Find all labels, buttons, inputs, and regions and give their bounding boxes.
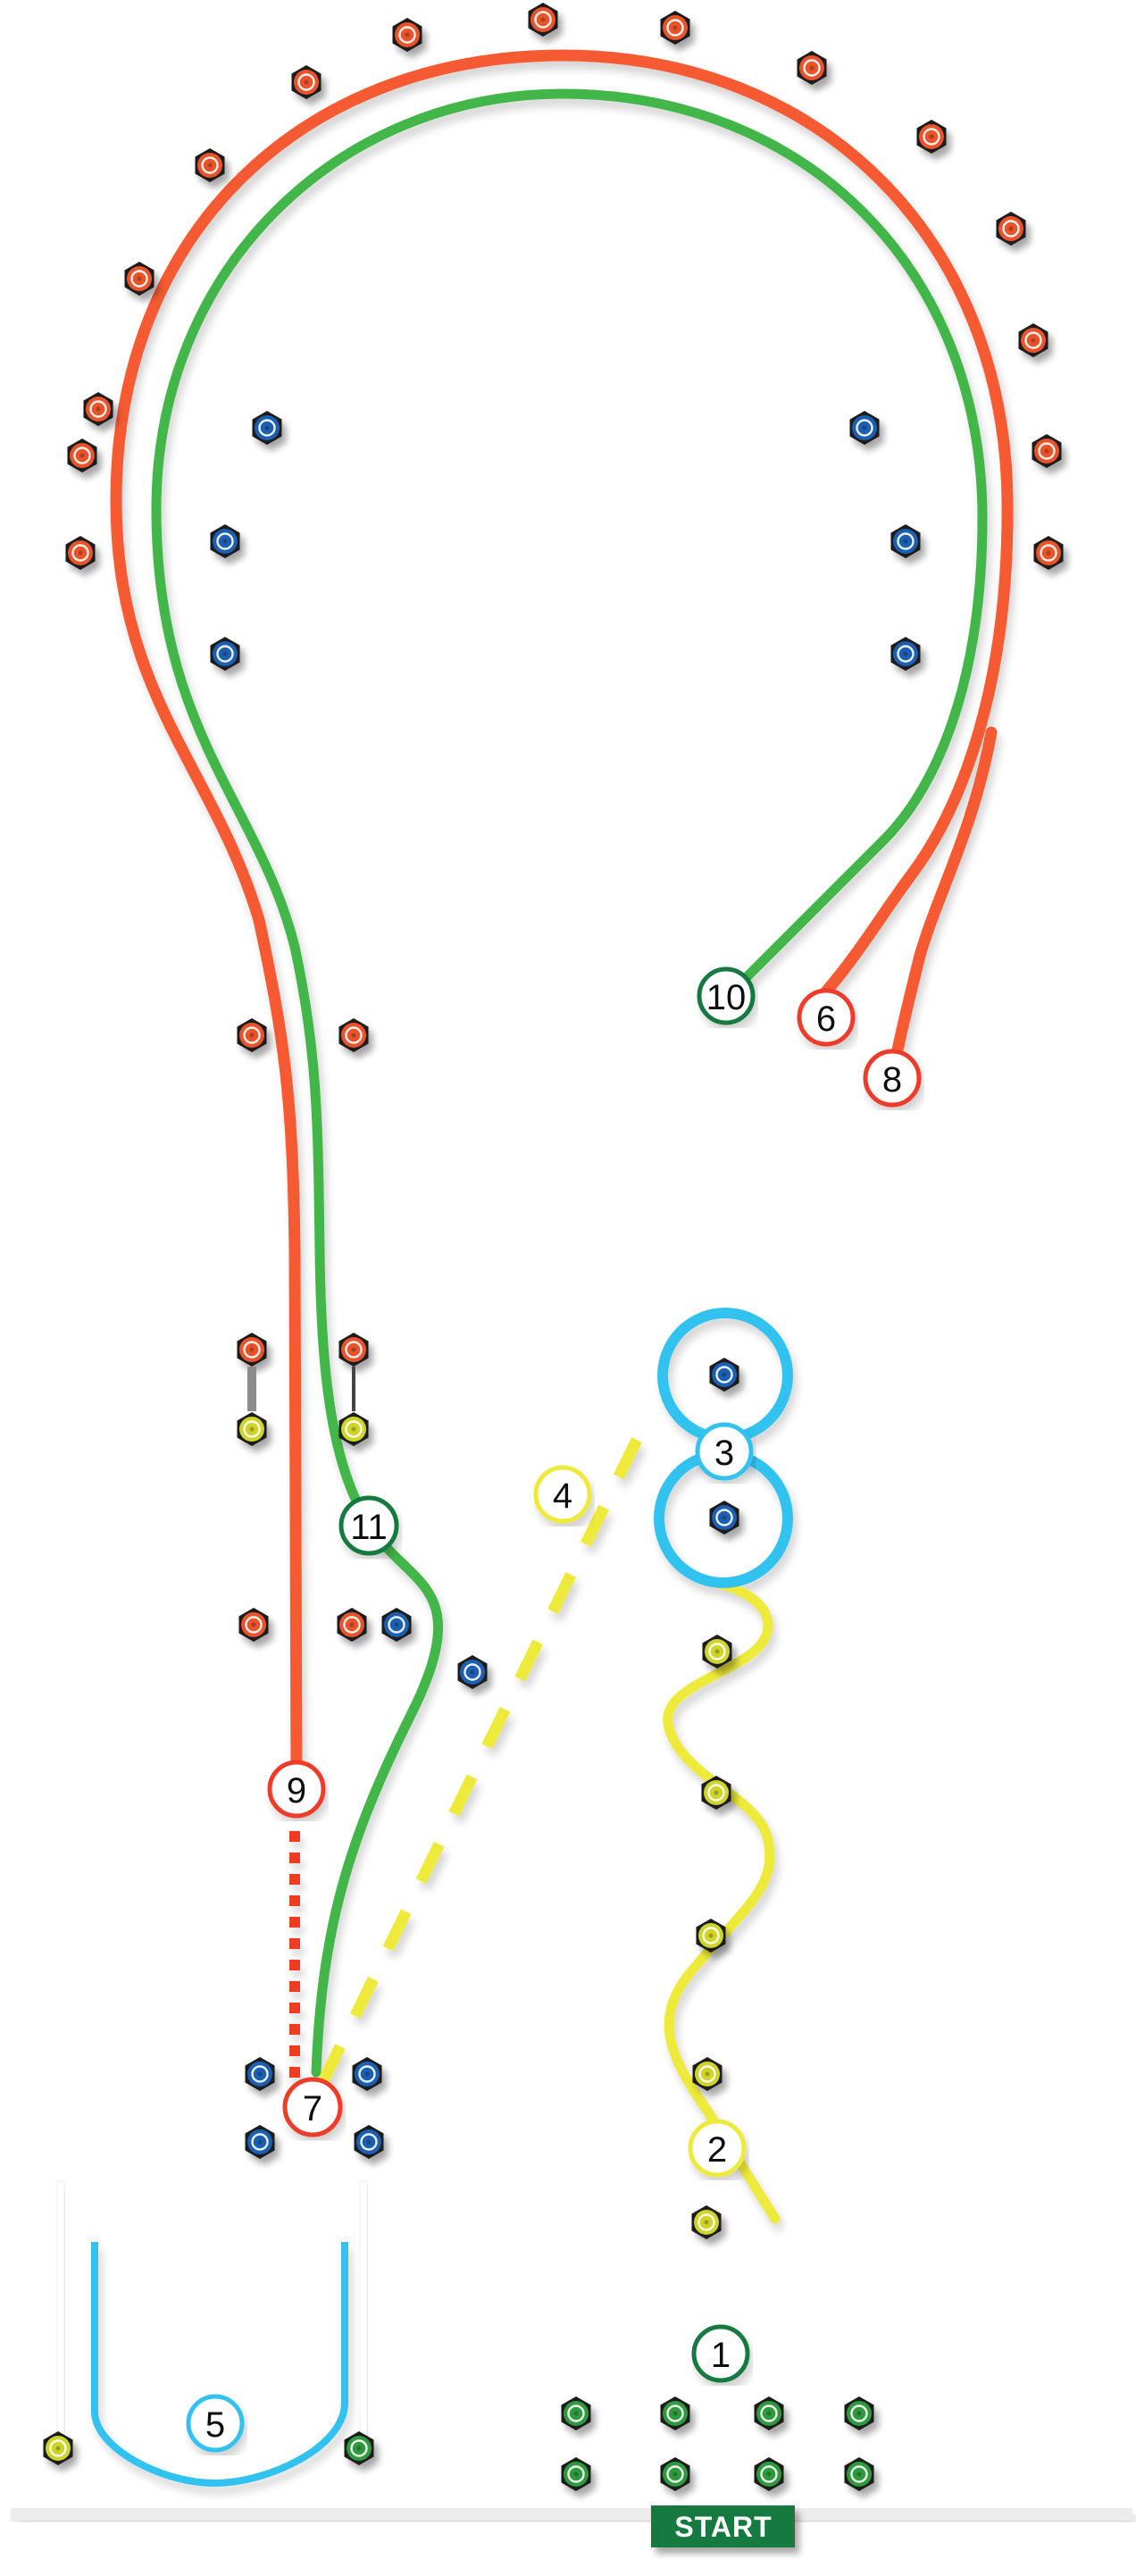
cone-icon xyxy=(354,2125,384,2159)
cone-icon xyxy=(660,2396,690,2430)
cone-icon xyxy=(996,212,1026,246)
step-marker-label: 11 xyxy=(350,1508,388,1547)
cone-icon xyxy=(195,148,225,182)
step-marker-label: 9 xyxy=(287,1771,306,1811)
cone-icon xyxy=(337,1608,367,1642)
cone-icon xyxy=(754,2396,784,2430)
cone-icon xyxy=(83,392,113,426)
slalom-cones xyxy=(691,1635,732,2239)
cone-icon xyxy=(916,120,947,154)
lane-bar-left xyxy=(56,2180,65,2441)
figure-eight-cones xyxy=(709,1358,739,1535)
cone-icon xyxy=(849,411,880,445)
mid-blue-cones xyxy=(381,1608,488,1689)
inner-loop-cones xyxy=(210,411,921,671)
path-u-turn xyxy=(91,2242,348,2488)
step-marker-label: 7 xyxy=(303,2089,322,2129)
cone-icon xyxy=(890,524,921,558)
cone-icon xyxy=(696,1919,726,1953)
cone-icon xyxy=(237,1333,267,1367)
cone-icon xyxy=(691,2205,722,2239)
start-grid-cones xyxy=(561,2396,874,2491)
start-label: START xyxy=(674,2511,772,2543)
cone-icon xyxy=(237,1018,267,1052)
gate-yellow-cones xyxy=(237,1412,369,1446)
cone-icon xyxy=(210,524,240,558)
step-marker-label: 6 xyxy=(816,999,836,1039)
step-marker-label: 8 xyxy=(882,1060,902,1100)
cone-icon xyxy=(245,2125,275,2159)
cone-icon xyxy=(238,1608,269,1642)
timing-gate-icon xyxy=(352,1367,355,1411)
step-marker-2: 2 xyxy=(688,2119,747,2178)
box-cones xyxy=(245,2057,384,2159)
cone-icon xyxy=(709,1501,739,1535)
cone-icon xyxy=(338,1018,369,1052)
cone-icon xyxy=(210,637,240,671)
cone-icon xyxy=(352,2057,382,2091)
cone-icon xyxy=(291,65,322,99)
step-marker-8: 8 xyxy=(863,1049,922,1108)
u-turn-green-cone xyxy=(344,2431,374,2465)
timing-gate-icon xyxy=(247,1367,256,1411)
step-marker-4: 4 xyxy=(533,1465,592,1524)
cone-icon xyxy=(561,2457,591,2491)
cone-icon xyxy=(338,1333,369,1367)
cone-icon xyxy=(381,1608,412,1642)
u-turn-cones xyxy=(43,2431,73,2465)
step-marker-9: 9 xyxy=(267,1760,326,1819)
cone-icon xyxy=(709,1358,739,1392)
cone-icon xyxy=(692,2057,723,2091)
cone-icon xyxy=(124,262,155,296)
step-marker-label: 10 xyxy=(706,978,747,1017)
cone-icon xyxy=(344,2431,374,2465)
cone-icon xyxy=(65,536,96,570)
path-yellow-slalom xyxy=(663,1576,781,2224)
corridor-cones xyxy=(237,1018,369,1642)
cone-icon xyxy=(754,2457,784,2491)
path-red-main xyxy=(110,49,1014,1784)
cone-icon xyxy=(1033,536,1064,570)
step-marker-7: 7 xyxy=(282,2077,343,2137)
cone-icon xyxy=(844,2396,874,2430)
step-marker-11: 11 xyxy=(338,1495,399,1556)
cone-icon xyxy=(1032,434,1062,468)
lane-bar-right xyxy=(359,2180,368,2441)
cone-icon xyxy=(43,2431,73,2465)
cone-icon xyxy=(237,1412,267,1446)
cone-icon xyxy=(561,2396,591,2430)
cone-icon xyxy=(701,1776,731,1810)
cone-icon xyxy=(528,3,558,37)
cone-icon xyxy=(1018,323,1048,357)
step-marker-3: 3 xyxy=(695,1422,754,1481)
cone-icon xyxy=(252,411,282,445)
cone-icon xyxy=(702,1635,732,1669)
step-marker-label: 3 xyxy=(714,1434,734,1473)
cone-icon xyxy=(392,18,422,52)
cone-icon xyxy=(457,1655,488,1689)
ground-line xyxy=(11,2508,1132,2521)
step-marker-10: 10 xyxy=(697,966,756,1025)
outer-loop-cones xyxy=(65,3,1064,570)
step-marker-label: 1 xyxy=(711,2336,731,2375)
step-marker-6: 6 xyxy=(797,988,856,1047)
cone-icon xyxy=(844,2457,874,2491)
path-green xyxy=(151,88,988,2078)
cone-icon xyxy=(338,1412,369,1446)
step-marker-5: 5 xyxy=(186,2394,245,2453)
start-box: START xyxy=(651,2505,795,2547)
cone-icon xyxy=(660,2457,690,2491)
step-marker-1: 1 xyxy=(691,2324,750,2383)
cone-icon xyxy=(797,51,827,85)
cone-icon xyxy=(890,637,921,671)
cone-icon xyxy=(245,2057,275,2091)
step-marker-label: 5 xyxy=(205,2405,225,2445)
path-red-branch xyxy=(889,726,998,1069)
cone-icon xyxy=(67,439,97,473)
step-marker-label: 4 xyxy=(553,1476,572,1516)
step-marker-label: 2 xyxy=(707,2130,727,2170)
cone-icon xyxy=(660,11,690,45)
